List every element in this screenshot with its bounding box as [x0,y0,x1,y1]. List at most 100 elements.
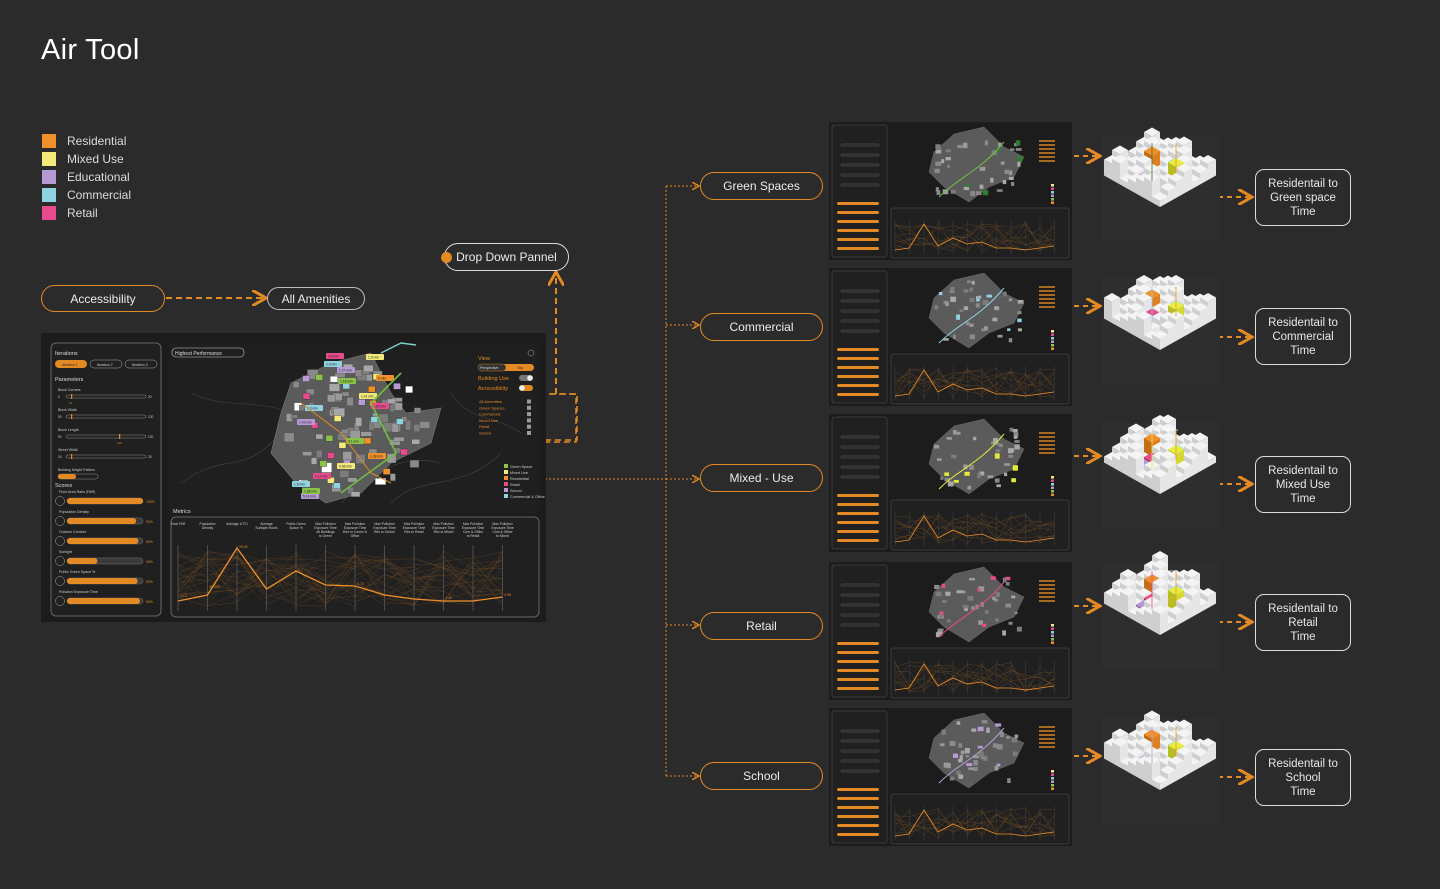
mini-slider [840,613,880,617]
mini-building [1009,427,1014,432]
category-pill-mixed-use[interactable]: Mixed - Use [700,464,823,492]
score-bar-fill [67,598,140,604]
mini-score-bar [837,521,879,524]
mini-metrics-panel [890,793,1070,845]
mini-score-bar [837,202,879,205]
map-building [290,414,298,419]
mini-building [935,149,942,154]
mini-score-bar [837,503,879,506]
model-cube-right [1200,602,1208,613]
mini-building [957,144,963,149]
mini-metric-line [894,370,1055,398]
model-cube-left [1152,196,1160,207]
score-label: Pollution Exposure Time [59,590,98,594]
category-pill-retail[interactable]: Retail [700,612,823,640]
map-building [284,432,295,443]
mini-dropdown-line [1039,452,1055,454]
map-tag [359,393,377,399]
dropdown-checkbox[interactable] [527,418,531,423]
dropdown-checkbox[interactable] [527,399,531,404]
height-pattern-option[interactable] [58,474,76,479]
mini-legend-swatch [1051,773,1054,776]
parameter-slider[interactable] [65,414,147,419]
parameter-handle[interactable] [71,454,73,459]
dropdown-item[interactable]: Mixed Use [479,418,499,423]
mini-building [994,306,999,309]
mini-building [1008,298,1013,302]
map-tag [313,473,331,479]
mini-building [995,449,1001,453]
accessibility-pill[interactable]: Accessibility [41,285,165,312]
mini-metric-line [894,662,1055,693]
category-pill-school[interactable]: School [700,762,823,790]
mini-dropdown-line [1039,306,1055,308]
dropdown-item[interactable]: School [479,431,491,436]
mini-legend-swatch [1051,201,1054,204]
score-bar-fill [67,518,137,524]
dropdown-checkbox[interactable] [527,412,531,417]
metric-background-line [177,551,503,606]
score-label: Public Green Space % [59,570,96,574]
map-building [419,421,431,429]
iteration-tab-2[interactable] [89,359,123,369]
parameter-slider[interactable] [65,434,147,439]
result-line: Residentail to [1268,602,1338,615]
iteration-tab-3[interactable] [124,359,158,369]
dropdown-checkbox[interactable] [527,431,531,435]
iteration-tab-1-label: Iteration 1 [62,363,78,367]
mini-building [945,157,951,161]
mini-building [938,613,943,619]
mini-score-bar [837,348,879,351]
mini-metrics-panel [890,353,1070,405]
parameter-min: 90 [58,415,62,419]
map-building [413,424,421,432]
dropdown-checkbox[interactable] [527,424,531,429]
accessibility-toggle-label: Accessibility [478,386,508,392]
score-value: 94% [146,540,153,544]
category-pill-commercial[interactable]: Commercial [700,313,823,341]
dropdown-item[interactable]: Commercial [479,412,500,417]
mini-building [959,755,963,760]
mini-slider [840,319,880,323]
parameter-handle[interactable] [71,394,73,399]
dropdown-item[interactable]: All Amenities [479,399,502,404]
metric-value: 50,369 [210,585,220,589]
mini-building [975,604,979,610]
accessibility-toggle-knob [519,385,525,391]
metric-highlight-line [177,546,503,602]
mini-building [1017,311,1022,315]
iteration-tab-1[interactable] [55,360,87,368]
mini-metric-line [894,661,1055,688]
parameter-min: 90 [58,435,62,439]
mini-building [941,729,946,735]
mini-building [1002,630,1006,636]
mini-building [950,190,957,194]
parameter-slider[interactable] [65,394,147,399]
parameter-max: 25 [148,455,152,459]
parameter-handle[interactable] [119,434,121,439]
parameter-slider[interactable] [65,454,147,459]
mini-building [1005,576,1011,581]
mini-dropdown-line [1039,584,1055,586]
map-tag-label: 1.5 min [368,356,379,360]
map-building [347,477,358,483]
map-use-building [400,448,408,456]
mini-metric-line [894,663,1055,693]
dropdown-item[interactable]: Retail [479,424,489,429]
view-option-perspective[interactable] [477,363,507,372]
mini-building [968,577,975,581]
map-tag-label: 3.1 min [348,440,359,444]
mini-slider [840,759,880,763]
dropdown-item[interactable]: Green Spaces [479,405,505,410]
mini-slider [840,729,880,733]
category-label: School [743,769,780,783]
drop-down-panel-pill[interactable]: Drop Down Pannel [441,243,569,271]
parameter-handle[interactable] [71,414,73,419]
category-label: Mixed - Use [729,471,794,485]
category-pill-green-spaces[interactable]: Green Spaces [700,172,823,200]
dropdown-checkbox[interactable] [527,405,531,410]
mini-building [997,334,1003,338]
all-amenities-pill[interactable]: All Amenities [267,287,365,310]
